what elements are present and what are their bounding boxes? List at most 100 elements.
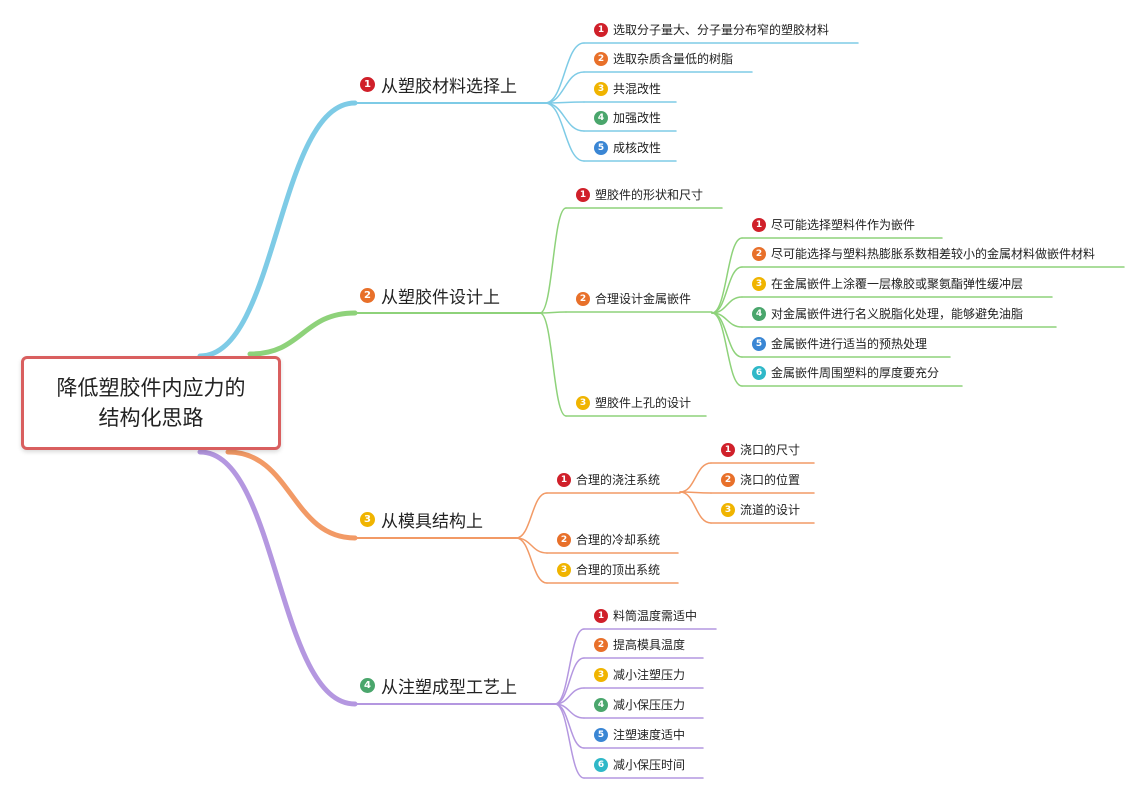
leaf-b2-2-2[interactable]: 2 尽可能选择与塑料热膨胀系数相差较小的金属材料做嵌件材料 [752, 245, 1095, 262]
number-badge: 1 [576, 187, 590, 202]
subtopic-b2-3[interactable]: 3 塑胶件上孔的设计 [576, 394, 691, 411]
node-label: 合理的冷却系统 [576, 533, 661, 547]
number-badge: 3 [594, 667, 608, 682]
root-title-line1: 降低塑胶件内应力的 [56, 376, 246, 400]
node-label: 减小注塑压力 [613, 668, 686, 682]
node-label: 选取杂质含量低的树脂 [613, 52, 734, 66]
node-label: 流道的设计 [740, 503, 801, 517]
node-label: 从塑胶件设计上 [381, 288, 500, 308]
node-label: 在金属嵌件上涂覆一层橡胶或聚氨酯弹性缓冲层 [771, 277, 1024, 291]
node-label: 料筒温度需适中 [613, 609, 698, 623]
number-badge: 3 [576, 395, 590, 410]
node-label: 尽可能选择与塑料热膨胀系数相差较小的金属材料做嵌件材料 [771, 247, 1096, 261]
number-badge: 1 [360, 77, 375, 92]
root-title-line2: 结构化思路 [98, 406, 204, 430]
main-topic-b2[interactable]: 2 从塑胶件设计上 [360, 283, 500, 308]
number-badge: 4 [594, 697, 608, 712]
node-label: 金属嵌件进行适当的预热处理 [771, 337, 928, 351]
node-label: 减小保压时间 [613, 758, 686, 772]
subtopic-b4-5[interactable]: 5 注塑速度适中 [594, 726, 685, 743]
connector-b3-0-0 [679, 462, 712, 493]
node-label: 加强改性 [613, 111, 662, 125]
node-label: 浇口的位置 [740, 473, 801, 487]
node-label: 提高模具温度 [613, 638, 686, 652]
connector-b3-2 [515, 537, 548, 584]
node-label: 合理设计金属嵌件 [595, 292, 692, 306]
subtopic-b1-2[interactable]: 2 选取杂质含量低的树脂 [594, 50, 733, 67]
leaf-b3-1-2[interactable]: 2 浇口的位置 [721, 471, 800, 488]
number-badge: 1 [557, 472, 571, 487]
number-badge: 5 [752, 336, 766, 351]
node-label: 合理的顶出系统 [576, 563, 661, 577]
subtopic-b4-2[interactable]: 2 提高模具温度 [594, 636, 685, 653]
node-label: 减小保压压力 [613, 698, 686, 712]
subtopic-b4-4[interactable]: 4 减小保压压力 [594, 696, 685, 713]
number-badge: 1 [594, 608, 608, 623]
number-badge: 2 [557, 532, 571, 547]
root-topic[interactable]: 降低塑胶件内应力的 结构化思路 [21, 356, 281, 450]
number-badge: 4 [360, 678, 375, 693]
number-badge: 4 [594, 110, 608, 125]
subtopic-b3-2[interactable]: 2 合理的冷却系统 [557, 531, 660, 548]
number-badge: 6 [752, 365, 766, 380]
node-label: 塑胶件的形状和尺寸 [595, 188, 704, 202]
leaf-b2-2-5[interactable]: 5 金属嵌件进行适当的预热处理 [752, 335, 927, 352]
node-label: 塑胶件上孔的设计 [595, 396, 692, 410]
subtopic-b1-1[interactable]: 1 选取分子量大、分子量分布窄的塑胶材料 [594, 21, 829, 38]
subtopic-b4-3[interactable]: 3 减小注塑压力 [594, 666, 685, 683]
connector-b4-5 [554, 703, 585, 779]
number-badge: 2 [721, 472, 735, 487]
number-badge: 2 [576, 291, 590, 306]
subtopic-b3-1[interactable]: 1 合理的浇注系统 [557, 471, 660, 488]
connector-b1-1 [544, 71, 585, 104]
number-badge: 3 [721, 502, 735, 517]
number-badge: 2 [594, 51, 608, 66]
number-badge: 5 [594, 727, 608, 742]
subtopic-b1-4[interactable]: 4 加强改性 [594, 109, 661, 126]
leaf-b2-2-3[interactable]: 3 在金属嵌件上涂覆一层橡胶或聚氨酯弹性缓冲层 [752, 275, 1023, 292]
number-badge: 6 [594, 757, 608, 772]
trunk-b3 [225, 449, 358, 541]
number-badge: 5 [594, 140, 608, 155]
connector-b2-0 [539, 207, 567, 314]
blur-patch [14, 466, 164, 646]
number-badge: 3 [752, 276, 766, 291]
connector-b4-1 [554, 657, 585, 705]
subtopic-b2-2[interactable]: 2 合理设计金属嵌件 [576, 290, 691, 307]
subtopic-b4-6[interactable]: 6 减小保压时间 [594, 756, 685, 773]
connector-b2-2 [539, 312, 567, 417]
node-label: 选取分子量大、分子量分布窄的塑胶材料 [613, 23, 830, 37]
leaf-b3-1-3[interactable]: 3 流道的设计 [721, 501, 800, 518]
number-badge: 4 [752, 306, 766, 321]
connector-b4-0 [554, 628, 585, 705]
node-label: 对金属嵌件进行名义脱脂化处理，能够避免油脂 [771, 307, 1024, 321]
connector-b1-3 [544, 102, 585, 132]
connector-b1-4 [544, 102, 585, 162]
number-badge: 1 [594, 22, 608, 37]
node-label: 合理的浇注系统 [576, 473, 661, 487]
connector-b2-1-0 [711, 237, 743, 314]
number-badge: 3 [594, 81, 608, 96]
number-badge: 3 [360, 512, 375, 527]
main-topic-b3[interactable]: 3 从模具结构上 [360, 507, 483, 532]
node-label: 从模具结构上 [381, 512, 483, 532]
subtopic-b4-1[interactable]: 1 料筒温度需适中 [594, 607, 697, 624]
subtopic-b2-1[interactable]: 1 塑胶件的形状和尺寸 [576, 186, 703, 203]
connector-b2-1-1 [711, 266, 743, 314]
leaf-b2-2-4[interactable]: 4 对金属嵌件进行名义脱脂化处理，能够避免油脂 [752, 305, 1023, 322]
node-label: 注塑速度适中 [613, 728, 686, 742]
number-badge: 2 [752, 246, 766, 261]
number-badge: 2 [360, 288, 375, 303]
trunk-b2 [247, 310, 358, 357]
trunk-b4 [197, 449, 358, 707]
number-badge: 2 [594, 637, 608, 652]
